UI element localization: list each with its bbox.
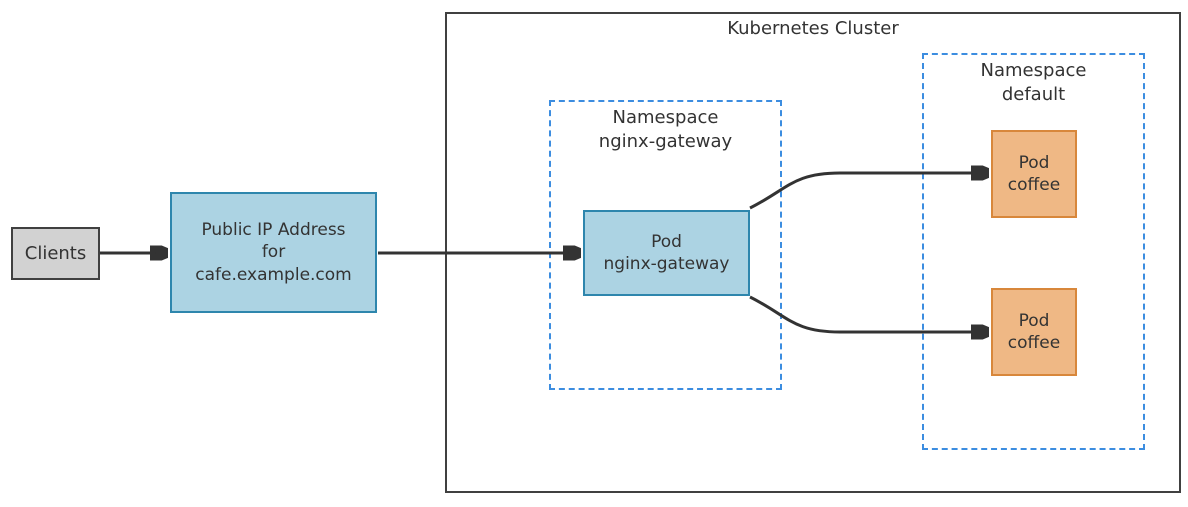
namespace-nginx-gateway-box: Namespace nginx-gateway <box>549 100 782 390</box>
namespace-nginx-gateway-label: Namespace nginx-gateway <box>598 107 733 152</box>
clients-label: Clients <box>24 242 87 264</box>
namespace-default-box: Namespace default <box>922 53 1145 450</box>
namespace-default-label: Namespace default <box>980 60 1087 105</box>
pod-coffee-label-2: Pod coffee <box>1007 310 1061 353</box>
clients-box: Clients <box>11 227 100 280</box>
public-ip-address-box: Public IP Address for cafe.example.com <box>170 192 377 313</box>
pod-nginx-gateway-label: Pod nginx-gateway <box>603 231 730 274</box>
pod-nginx-gateway-box: Pod nginx-gateway <box>583 210 750 296</box>
public-ip-address-label: Public IP Address for cafe.example.com <box>195 219 352 285</box>
kubernetes-cluster-title: Kubernetes Cluster <box>727 18 899 39</box>
pod-coffee-box-1: Pod coffee <box>991 130 1077 218</box>
pod-coffee-label-1: Pod coffee <box>1007 152 1061 195</box>
pod-coffee-box-2: Pod coffee <box>991 288 1077 376</box>
